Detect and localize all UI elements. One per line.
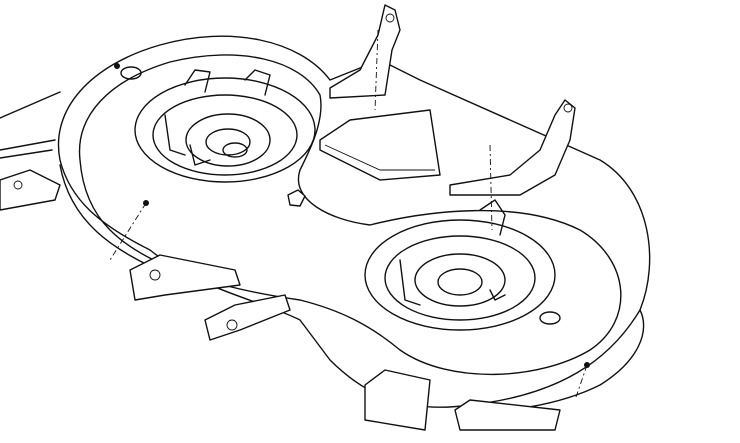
left-spindle-assembly <box>134 69 316 183</box>
right-spindle-assembly <box>364 199 556 331</box>
left-frame-rails <box>0 91 61 159</box>
front-brackets <box>0 169 561 431</box>
left-lift-arm <box>329 4 401 111</box>
right-lift-arm <box>449 99 576 231</box>
deck-holes <box>109 63 590 401</box>
